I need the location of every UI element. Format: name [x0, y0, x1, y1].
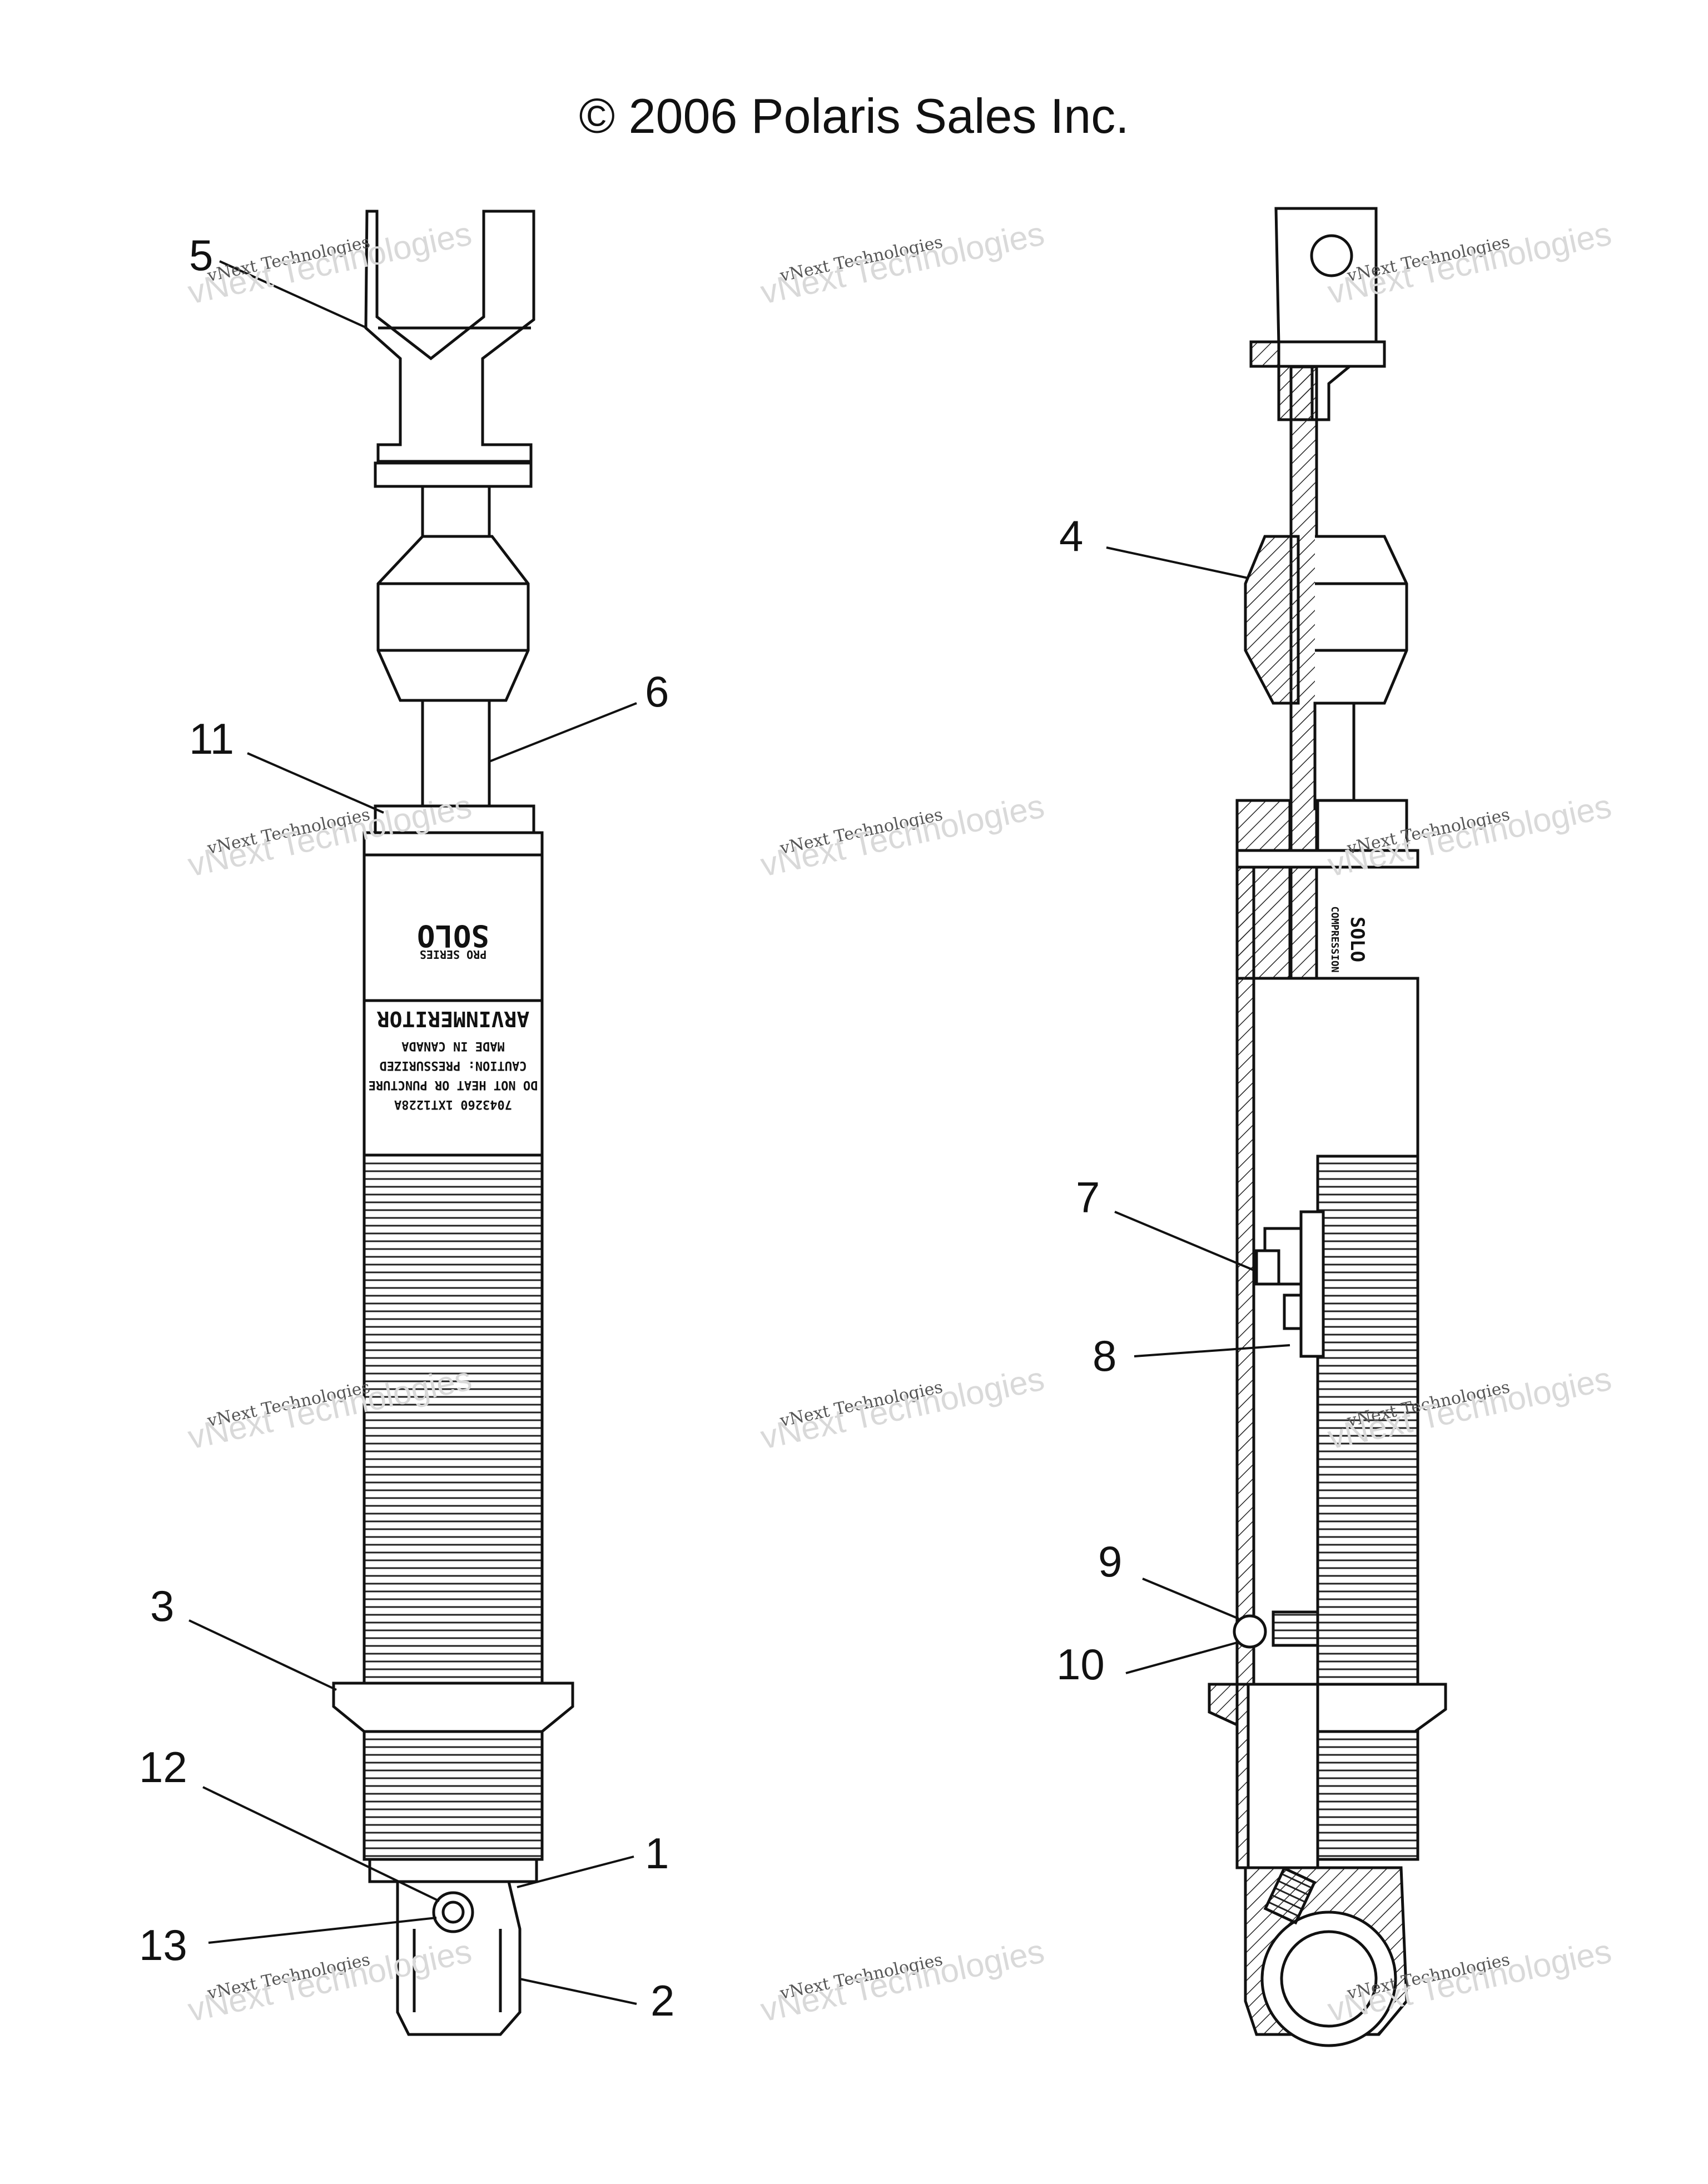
callout-4: 4: [1059, 511, 1084, 560]
callout-11: 11: [189, 714, 234, 763]
callout-2: 2: [651, 1976, 675, 2025]
leader-12: [202, 1786, 440, 1902]
clevis-top: [364, 210, 535, 463]
shock-body-label: [363, 853, 544, 1157]
label-made-in: MADE IN CANADA: [401, 1039, 504, 1053]
upper-rod: [421, 485, 491, 538]
label-model-right: SOLO: [1346, 917, 1368, 962]
ball-valve: [1233, 1614, 1267, 1649]
leader-8: [1134, 1344, 1290, 1357]
callout-13: 13: [139, 1921, 187, 1969]
leader-10: [1125, 1641, 1238, 1674]
leader-4: [1106, 546, 1249, 579]
leader-lines: [188, 260, 1290, 2005]
label-caution: CAUTION: PRESSURIZED: [380, 1058, 527, 1072]
label-part-no: 7043260 1XT1228A: [394, 1097, 512, 1111]
callout-8: 8: [1093, 1331, 1117, 1380]
leader-1: [517, 1855, 634, 1888]
callout-6: 6: [645, 667, 669, 716]
callout-12: 12: [139, 1743, 187, 1792]
clevis-collar: [374, 461, 533, 488]
leader-7: [1114, 1211, 1254, 1271]
callout-1: 1: [645, 1829, 669, 1878]
lower-eyelet: [396, 1880, 522, 2036]
leader-2: [519, 1978, 637, 2005]
leader-5: [219, 260, 368, 329]
spring-collar: [332, 1681, 574, 1733]
threaded-body: [363, 1153, 544, 1685]
callout-5: 5: [189, 231, 214, 280]
leader-3: [188, 1619, 337, 1691]
callout-7: 7: [1076, 1173, 1100, 1222]
copyright-notice: © 2006 Polaris Sales Inc.: [579, 88, 1129, 143]
leader-9: [1142, 1578, 1239, 1620]
seal-cap: [374, 804, 535, 834]
label-compression: COMPRESSION: [1329, 906, 1340, 972]
shaft: [421, 699, 491, 808]
callout-10: 10: [1056, 1640, 1105, 1689]
left-shock-exterior: [332, 210, 574, 2036]
label-brand: ARVINMERITOR: [377, 1007, 530, 1031]
left-shock-label: SOLO PRO SERIES 7043260 1XT1228A DO NOT …: [369, 918, 538, 1111]
label-model: SOLO: [417, 918, 489, 953]
label-series: PRO SERIES: [420, 948, 486, 961]
bumper: [376, 535, 530, 702]
right-shock-cutaway: [1208, 207, 1447, 2047]
label-warning: DO NOT HEAT OR PUNCTURE: [369, 1078, 538, 1092]
right-shock-label: SOLO COMPRESSION: [1329, 906, 1368, 972]
leader-11: [247, 752, 384, 814]
leader-6: [489, 702, 637, 763]
callout-9: 9: [1098, 1537, 1123, 1586]
callout-3: 3: [150, 1581, 175, 1630]
leader-13: [208, 1917, 437, 1944]
